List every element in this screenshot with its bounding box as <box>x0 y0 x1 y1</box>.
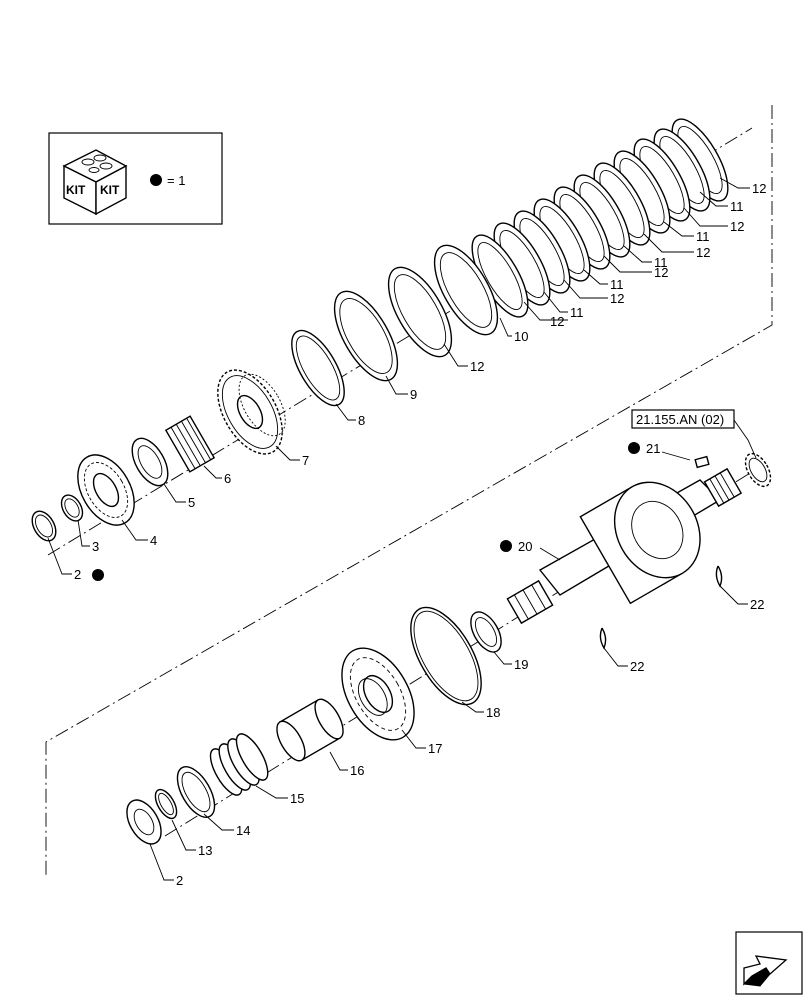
callout-4: 3 <box>92 539 99 554</box>
callout-8: 7 <box>302 453 309 468</box>
piston-17 <box>341 647 415 741</box>
assembly-boundary-line <box>45 105 773 876</box>
cotter-pin-22-lower <box>599 627 607 650</box>
callout-11: 11 <box>696 229 710 244</box>
kit-label-left: KIT <box>66 183 86 197</box>
reference-label: 21.155.AN (02) <box>636 412 724 427</box>
callout-10: 9 <box>410 387 417 402</box>
callout-11: 11 <box>654 255 668 270</box>
callout-14: 14 <box>236 823 250 838</box>
sleeve-16 <box>276 698 344 762</box>
kit-dot-icon <box>92 569 104 581</box>
pin-21 <box>694 455 710 469</box>
snap-ring-13 <box>154 788 178 820</box>
callout-22: 22 <box>630 659 644 674</box>
kit-legend-frame <box>48 132 223 225</box>
callout-17: 17 <box>428 741 442 756</box>
callout-12: 12 <box>550 314 564 329</box>
ring-3 <box>31 510 57 542</box>
kit-dot-icon <box>628 442 640 454</box>
callout-11: 11 <box>730 199 744 214</box>
snap-ring-9 <box>291 329 345 407</box>
o-ring-18 <box>410 606 482 706</box>
callout-12: 12 <box>696 245 710 260</box>
callout-6: 5 <box>188 495 195 510</box>
callout-11: 11 <box>610 277 624 292</box>
bushing-6 <box>131 437 169 487</box>
plate-10 <box>333 290 399 382</box>
gear-8 <box>217 369 286 455</box>
kit-label-right: KIT <box>100 183 120 197</box>
bearing-5 <box>77 454 135 526</box>
kit-box-icon: KIT KIT <box>62 149 128 216</box>
upper-axis-line <box>47 127 753 556</box>
kit-dot-icon <box>150 174 162 186</box>
clutch-plate-stack <box>387 118 729 358</box>
leader-lines <box>47 177 757 881</box>
callout-9: 8 <box>358 413 365 428</box>
needle-bearing-7 <box>164 415 216 473</box>
callout-13: 13 <box>198 843 212 858</box>
callout-12: 12 <box>654 265 668 280</box>
circlip-4 <box>60 494 84 522</box>
callout-11: 11 <box>570 305 584 320</box>
callout-7: 6 <box>224 471 231 486</box>
washer-2 <box>126 799 162 845</box>
ring-19 <box>470 611 502 653</box>
kit-equals-text: = 1 <box>167 173 185 188</box>
callout-12: 12 <box>752 181 766 196</box>
washer-14 <box>176 766 216 818</box>
cotter-pin-22-upper <box>715 565 723 588</box>
callout-5: 4 <box>150 533 157 548</box>
spring-15 <box>209 733 269 796</box>
callout-21: 21 <box>646 441 660 456</box>
callout-22: 22 <box>750 597 764 612</box>
callout-20: 20 <box>518 539 532 554</box>
navigation-arrow-icon[interactable] <box>735 931 803 995</box>
reference-box <box>631 409 735 429</box>
kit-dot-icon <box>500 540 512 552</box>
callout-18: 18 <box>486 705 500 720</box>
callout-2: 2 <box>176 873 183 888</box>
callout-3: 2 <box>74 567 81 582</box>
kit-legend: KIT KIT = 1 <box>48 132 223 225</box>
callout-15: 15 <box>290 791 304 806</box>
callout-11: 10 <box>514 329 528 344</box>
reference-ring <box>744 452 772 488</box>
callout-16: 16 <box>350 763 364 778</box>
callout-12: 12 <box>730 219 744 234</box>
callout-12: 12 <box>610 291 624 306</box>
shaft-20 <box>506 467 743 625</box>
callout-19: 19 <box>514 657 528 672</box>
callout-12: 12 <box>470 359 484 374</box>
